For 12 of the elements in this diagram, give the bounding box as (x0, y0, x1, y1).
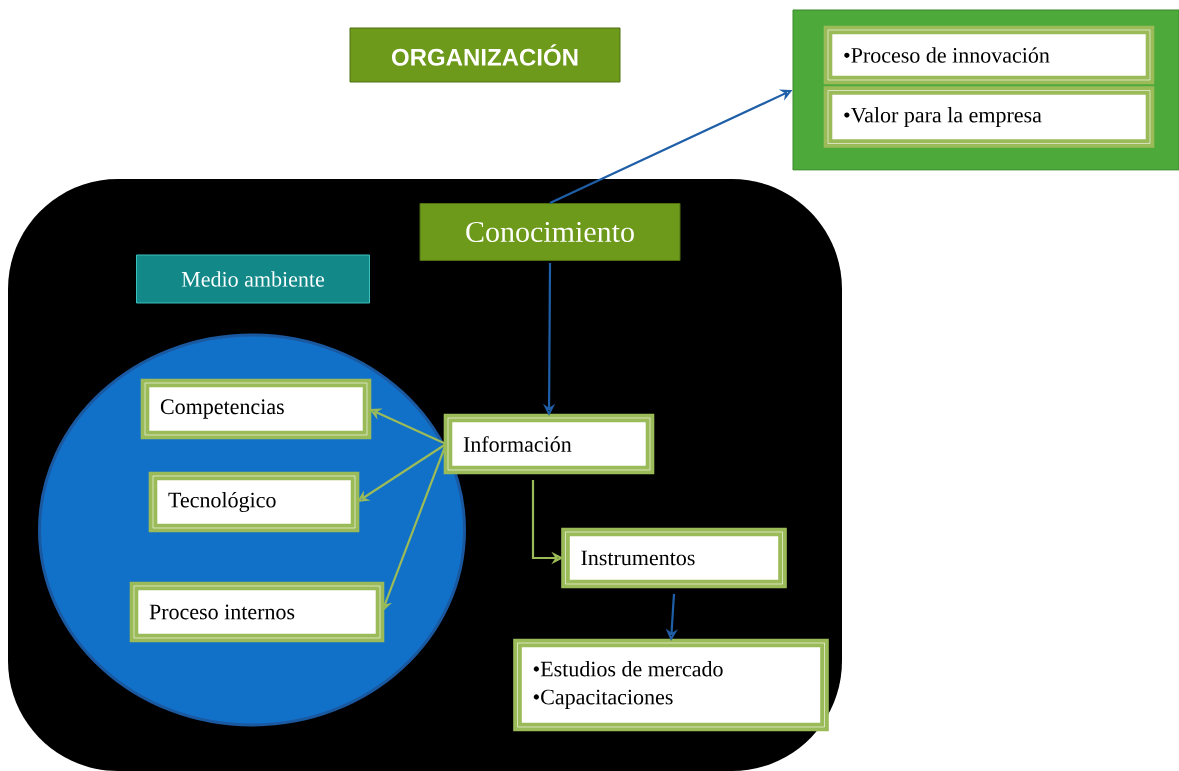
text-box: Competencias (140, 378, 372, 440)
label-box: Medio ambiente (136, 254, 370, 304)
text-box: •Proceso de innovación (823, 25, 1155, 85)
text-box: Instrumentos (561, 527, 787, 589)
arrow (357, 443, 447, 502)
text-box: •Valor para la empresa (823, 86, 1155, 148)
heading-box: Conocimiento (419, 203, 681, 261)
text-box: Tecnológico (148, 471, 360, 533)
text-box: Proceso internos (129, 581, 385, 643)
text-box: •Estudios de mercado •Capacitaciones (513, 638, 829, 732)
title-box: ORGANIZACIÓN (349, 27, 621, 83)
text-box: Información (443, 413, 655, 475)
